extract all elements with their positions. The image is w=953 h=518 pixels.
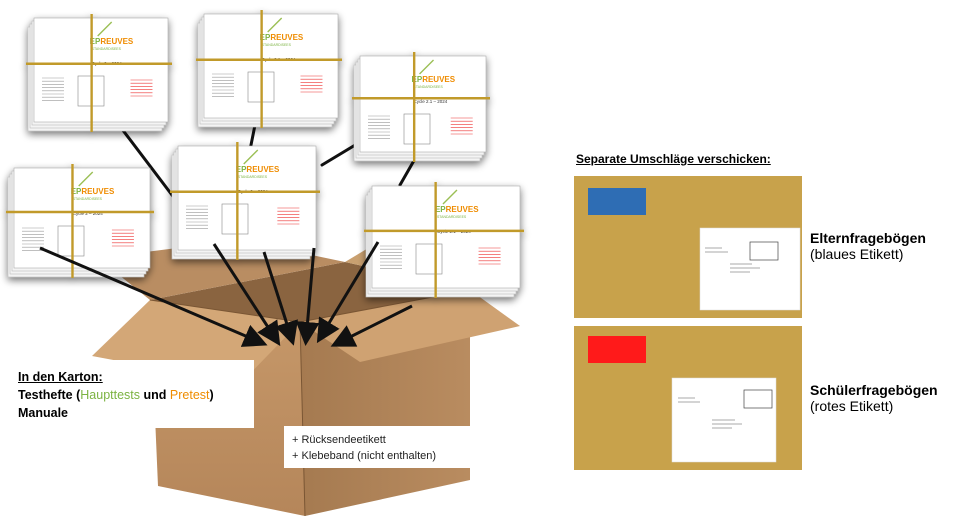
booklet-cover <box>203 13 339 119</box>
extras-line2: + Klebeband (nicht enthalten) <box>292 450 437 462</box>
extras-text: + Rücksendeetikett + Klebeband (nicht en… <box>292 432 436 464</box>
box-contents-text: In den Karton: Testhefte (Haupttests und… <box>18 368 246 422</box>
parents-label: Elternfragebögen (blaues Etikett) <box>810 230 926 262</box>
arrow-1 <box>39 246 268 347</box>
box-contents-line2: Manuale <box>18 406 69 420</box>
arrow-2 <box>212 243 281 347</box>
haupttests-label: Haupttests <box>80 388 141 402</box>
brand-subtitle: STANDARDISEES <box>262 43 292 47</box>
cover-title: Cycle 2 – 2024 <box>73 211 104 216</box>
envelope-students <box>574 326 802 470</box>
brand-logo: EPREUVES <box>412 75 456 84</box>
brand-subtitle: STANDARDISEES <box>73 197 103 201</box>
parents-subtitle: (blaues Etikett) <box>810 246 904 262</box>
arrow-3 <box>262 251 298 346</box>
closing-paren: ) <box>209 388 214 402</box>
extras-line1: + Rücksendeetikett <box>292 434 386 446</box>
parents-title: Elternfragebögen <box>810 230 926 246</box>
testhefte-label: Testhefte ( <box>18 388 81 402</box>
booklet-cover <box>371 185 521 289</box>
booklet-cover <box>33 17 169 123</box>
arrows-into-box <box>39 241 413 347</box>
envelope-parents <box>574 176 802 318</box>
students-label: Schülerfragebögen (rotes Etikett) <box>810 382 938 414</box>
brand-subtitle: STANDARDISEES <box>437 215 467 219</box>
arrow-4 <box>295 247 320 346</box>
students-subtitle: (rotes Etikett) <box>810 398 894 414</box>
blue-label <box>588 188 646 215</box>
brand-logo: EPREUVES <box>236 165 280 174</box>
extras-panel <box>284 426 474 468</box>
booklet-cover <box>359 55 487 153</box>
brand-logo: EPREUVES <box>260 33 304 42</box>
students-title: Schülerfragebögen <box>810 382 938 398</box>
brand-subtitle: STANDARDISEES <box>92 47 122 51</box>
cover-title: Cycle 2.1 – 2024 <box>414 99 448 104</box>
arrow-6 <box>330 304 413 347</box>
brand-logo: EPREUVES <box>90 37 134 46</box>
booklet-cover <box>177 145 317 251</box>
arrow-5 <box>316 241 380 344</box>
box-contents-heading: In den Karton: <box>18 370 103 384</box>
address-card <box>699 227 801 311</box>
box-contents-line1: Testhefte (Haupttests und Pretest) <box>18 386 246 404</box>
red-label <box>588 336 646 363</box>
brand-subtitle: STANDARDISEES <box>238 175 268 179</box>
brand-subtitle: STANDARDISEES <box>414 85 444 89</box>
booklet-cover <box>13 167 151 269</box>
brand-logo: EPREUVES <box>435 205 479 214</box>
envelopes-heading: Separate Umschläge verschicken: <box>576 152 771 166</box>
pretest-label: Pretest <box>169 388 210 402</box>
brand-logo: EPREUVES <box>71 187 115 196</box>
and-label: und <box>140 388 170 402</box>
box-contents-panel <box>10 360 254 428</box>
